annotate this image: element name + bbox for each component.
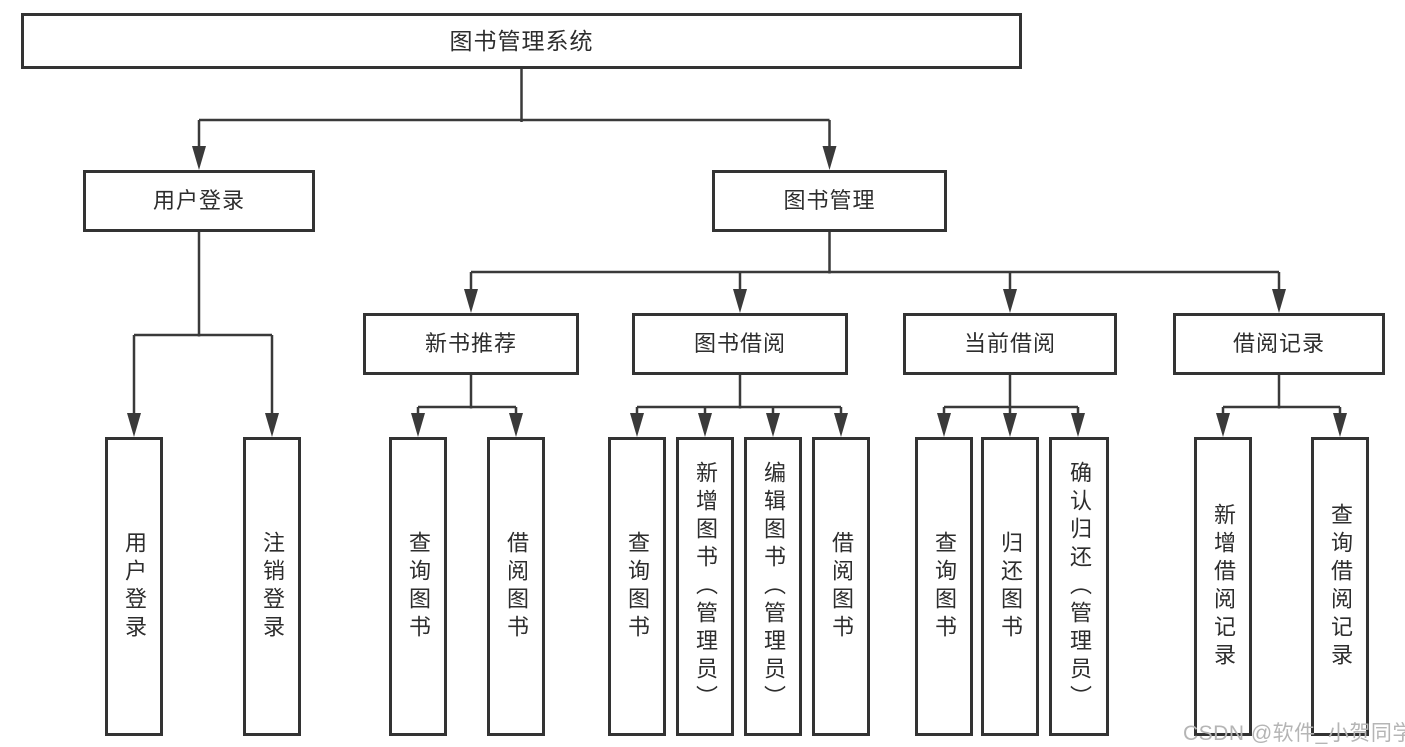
node-user-login: 用户登录 bbox=[83, 170, 315, 232]
node-return-books: 归还图书 bbox=[981, 437, 1039, 736]
arrowhead bbox=[464, 289, 478, 313]
node-query-borrow-record: 查询借阅记录 bbox=[1311, 437, 1369, 736]
node-label: 图书借阅 bbox=[693, 331, 786, 356]
node-label: 查询图书 bbox=[625, 530, 650, 643]
arrowhead bbox=[1071, 413, 1085, 437]
arrowhead bbox=[766, 413, 780, 437]
csdn-watermark: CSDN @软件_小贺同学 bbox=[1183, 722, 1405, 745]
node-borrow-books-newbook: 借阅图书 bbox=[487, 437, 545, 736]
node-label: 图书管理 bbox=[783, 188, 876, 213]
node-label: 注销登录 bbox=[260, 530, 285, 643]
arrowhead bbox=[1272, 289, 1286, 313]
arrowhead bbox=[698, 413, 712, 437]
node-label: 编辑图书（管理员） bbox=[761, 460, 786, 713]
node-label: 查询借阅记录 bbox=[1328, 502, 1353, 671]
node-label: 新书推荐 bbox=[424, 331, 517, 356]
arrowhead bbox=[192, 146, 206, 170]
node-label: 借阅记录 bbox=[1232, 331, 1325, 356]
node-label: 借阅图书 bbox=[504, 530, 529, 643]
node-borrow-records: 借阅记录 bbox=[1173, 313, 1385, 375]
node-label: 确认归还（管理员） bbox=[1067, 460, 1092, 713]
node-query-books-borrow: 查询图书 bbox=[608, 437, 666, 736]
node-label: 用户登录 bbox=[122, 530, 147, 643]
node-label: 用户登录 bbox=[152, 188, 245, 213]
arrowhead bbox=[733, 289, 747, 313]
node-book-management: 图书管理 bbox=[712, 170, 947, 232]
arrowhead bbox=[630, 413, 644, 437]
arrowhead bbox=[822, 146, 837, 170]
node-current-borrowing: 当前借阅 bbox=[903, 313, 1117, 375]
arrowhead bbox=[937, 413, 951, 437]
node-query-books-current: 查询图书 bbox=[915, 437, 973, 736]
arrowhead bbox=[1216, 413, 1230, 437]
arrowhead bbox=[509, 413, 523, 437]
node-label: 当前借阅 bbox=[963, 331, 1056, 356]
node-label: 借阅图书 bbox=[829, 530, 854, 643]
node-book-borrowing: 图书借阅 bbox=[632, 313, 848, 375]
node-add-books-admin: 新增图书（管理员） bbox=[676, 437, 734, 736]
node-query-books-newbook: 查询图书 bbox=[389, 437, 447, 736]
node-label: 图书管理系统 bbox=[449, 27, 594, 54]
node-label: 查询图书 bbox=[406, 530, 431, 643]
node-label: 查询图书 bbox=[932, 530, 957, 643]
arrowhead bbox=[1003, 413, 1017, 437]
node-label: 新增图书（管理员） bbox=[693, 460, 718, 713]
node-logout: 注销登录 bbox=[243, 437, 301, 736]
node-confirm-return-admin: 确认归还（管理员） bbox=[1049, 437, 1109, 736]
node-label: 归还图书 bbox=[998, 530, 1023, 643]
arrowhead bbox=[127, 413, 141, 437]
arrowhead bbox=[834, 413, 848, 437]
arrowhead bbox=[411, 413, 425, 437]
node-new-book-recommend: 新书推荐 bbox=[363, 313, 579, 375]
node-user-login-leaf: 用户登录 bbox=[105, 437, 163, 736]
arrowhead bbox=[265, 413, 279, 437]
node-add-borrow-record: 新增借阅记录 bbox=[1194, 437, 1252, 736]
node-edit-books-admin: 编辑图书（管理员） bbox=[744, 437, 802, 736]
arrowhead bbox=[1333, 413, 1347, 437]
node-borrow-books-borrow: 借阅图书 bbox=[812, 437, 870, 736]
node-label: 新增借阅记录 bbox=[1211, 502, 1236, 671]
node-library-system: 图书管理系统 bbox=[21, 13, 1022, 69]
arrowhead bbox=[1003, 289, 1017, 313]
